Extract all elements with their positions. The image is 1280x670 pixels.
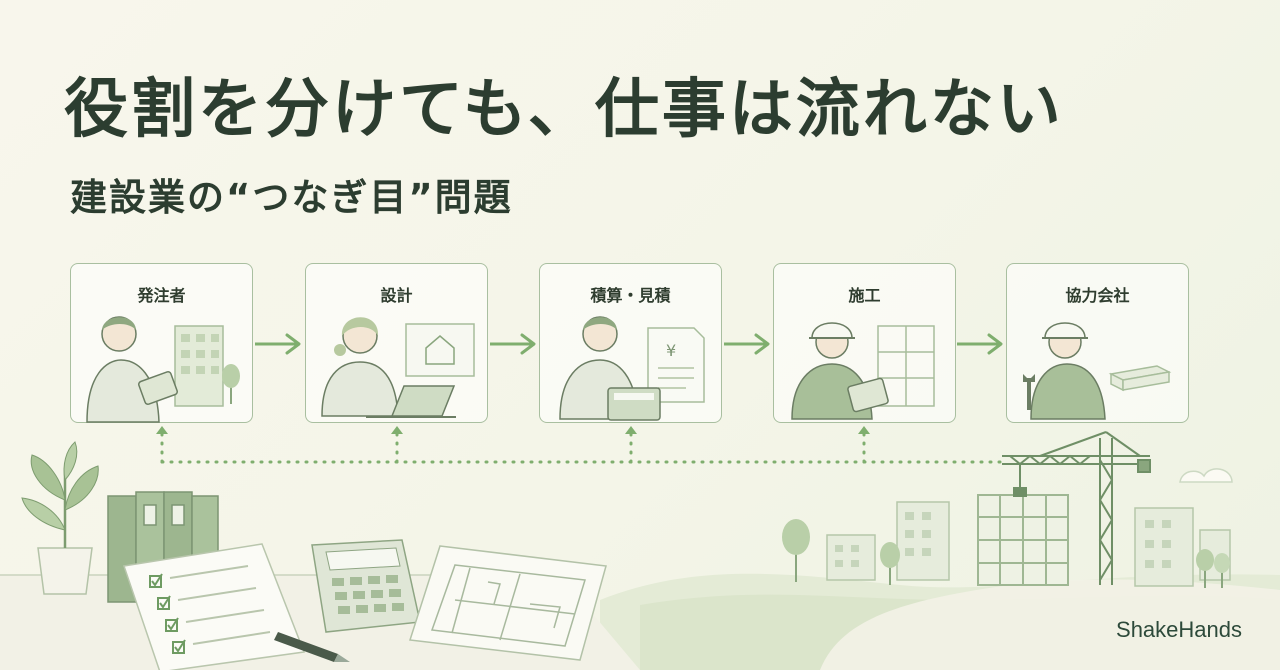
trees xyxy=(782,519,1230,588)
pen xyxy=(274,632,350,662)
step-label-subcontractor: 協力会社 xyxy=(1065,286,1130,305)
step-card-subcontractor: 協力会社 xyxy=(1006,263,1189,423)
step-label-estimate: 積算・見積 xyxy=(590,286,671,305)
building-windows xyxy=(835,512,1171,568)
tower-crane xyxy=(1002,431,1151,585)
flow-arrow-2 xyxy=(490,333,536,355)
step-label-construction: 施工 xyxy=(848,286,881,305)
flow-arrow-4 xyxy=(957,333,1003,355)
page-subtitle: 建設業の“つなぎ目”問題 xyxy=(70,176,513,219)
step-label-design: 設計 xyxy=(380,286,413,305)
construction-worker-icon xyxy=(791,322,935,420)
wrench-icon xyxy=(1023,374,1035,410)
desk-calculator xyxy=(311,539,421,633)
blueprint-sheet xyxy=(409,545,607,661)
estimator-person-icon: ¥ xyxy=(559,316,705,421)
feedback-dotted-line xyxy=(160,432,1002,464)
designer-person-icon xyxy=(321,317,475,418)
yen-symbol: ¥ xyxy=(666,341,676,360)
step-card-client: 発注者 xyxy=(70,263,253,423)
page-title: 役割を分けても、仕事は流れない xyxy=(64,73,1064,147)
road xyxy=(820,579,1280,670)
construction-scaffold xyxy=(977,494,1069,586)
client-person-icon xyxy=(86,316,240,423)
potted-plant xyxy=(21,441,99,595)
brand-logo-text: ShakeHands xyxy=(1116,617,1242,642)
subcontractor-worker-icon xyxy=(1023,322,1172,420)
step-card-construction: 施工 xyxy=(773,263,956,423)
step-card-design: 設計 xyxy=(305,263,488,423)
checklist-paper xyxy=(123,543,306,670)
flow-arrow-3 xyxy=(724,333,770,355)
step-label-client: 発注者 xyxy=(137,286,186,305)
feedback-arrowheads xyxy=(156,426,870,434)
flow-arrow-1 xyxy=(255,333,301,355)
step-card-estimate: 積算・見積 ¥ xyxy=(539,263,722,423)
cloud-icon xyxy=(1179,468,1233,483)
